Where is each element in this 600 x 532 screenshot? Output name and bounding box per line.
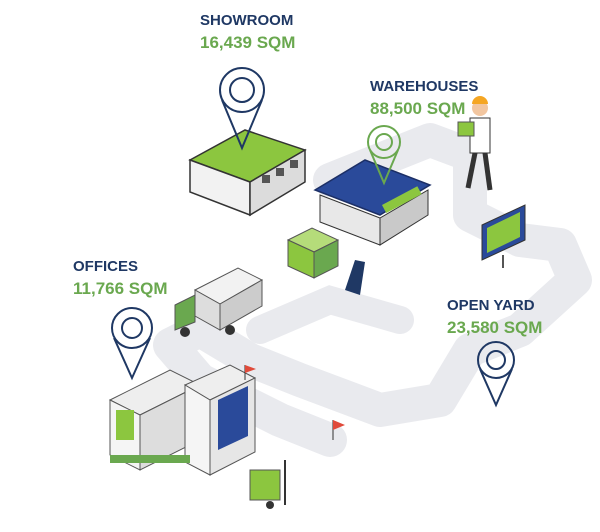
offices-pin-icon [111, 307, 153, 381]
area-warehouses: WAREHOUSES 88,500 SQM [370, 79, 478, 117]
worker [457, 96, 493, 191]
office-buildings [108, 364, 257, 476]
showroom-pin-icon [219, 67, 265, 151]
area-value: 23,580 SQM [447, 318, 543, 337]
warehouse-building [313, 159, 432, 246]
area-value: 88,500 SQM [370, 99, 466, 118]
area-showroom: SHOWROOM 16,439 SQM [200, 13, 295, 51]
area-title: OFFICES [73, 258, 139, 275]
scanner-hand-icon [345, 260, 365, 295]
flag-icon [244, 365, 256, 380]
flag-icon [332, 420, 345, 440]
winding-road [153, 123, 592, 457]
location-pin-icons [111, 67, 515, 408]
area-offices: OFFICES 11,766 SQM [73, 259, 168, 297]
truck [174, 267, 264, 337]
boxes [286, 227, 340, 279]
area-value: 16,439 SQM [200, 33, 296, 52]
area-title: SHOWROOM [200, 12, 294, 29]
area-title: WAREHOUSES [370, 78, 479, 95]
area-open-yard: OPEN YARD 23,580 SQM [447, 298, 542, 336]
area-title: OPEN YARD [447, 297, 535, 314]
showroom-building [188, 129, 307, 217]
computer [481, 204, 526, 268]
open-yard-pin-icon [477, 341, 515, 408]
area-value: 11,766 SQM [73, 279, 168, 298]
hand-trolley [249, 460, 286, 509]
warehouse-pin-icon [367, 125, 401, 186]
